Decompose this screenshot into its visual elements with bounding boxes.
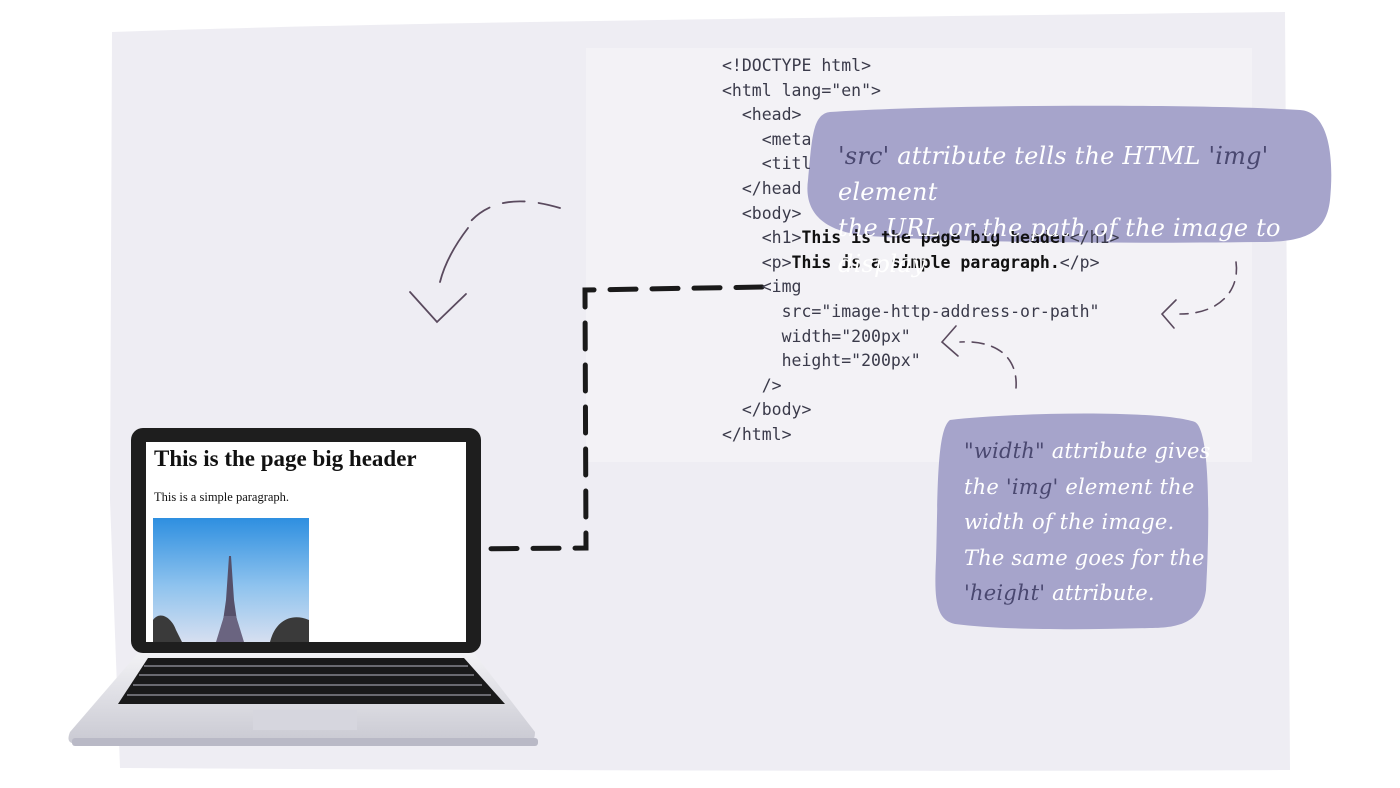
- code-token: <body>: [722, 203, 802, 223]
- code-token: </body>: [722, 400, 812, 420]
- curved-arrow-icon: [409, 200, 561, 324]
- code-line: </body>: [722, 398, 1119, 423]
- code-token: </head: [722, 178, 802, 198]
- screen-paragraph: This is a simple paragraph.: [154, 490, 290, 504]
- trees: [153, 615, 309, 642]
- code-line: </head: [722, 177, 1119, 202]
- code-token: <head>: [722, 105, 802, 125]
- code-line: <img: [722, 275, 1119, 300]
- code-line: width="200px": [722, 325, 1119, 350]
- laptop-lip: [72, 738, 538, 746]
- code-token: width="200px": [722, 326, 911, 346]
- code-token: <meta: [722, 129, 812, 149]
- code-line: <h1>This is the page big header</h1>: [722, 226, 1120, 251]
- code-token: height="200px": [722, 351, 921, 371]
- code-token: This is a simple paragraph.: [791, 252, 1060, 272]
- code-line: <body>: [722, 202, 1119, 227]
- code-token: <!DOCTYPE html>: [722, 56, 872, 75]
- src-callout-bubble: [807, 105, 1332, 243]
- code-line: height="200px": [722, 349, 1119, 374]
- code-token: <p>: [722, 252, 792, 272]
- screen-page-header: This is the page big header: [154, 446, 417, 471]
- src-highlight: 'src': [838, 142, 890, 170]
- code-token: </p>: [1059, 252, 1100, 272]
- thin-pointer-arrows: [940, 261, 1238, 389]
- code-line: <titl: [722, 152, 1119, 177]
- laptop-keyboard: [118, 658, 505, 704]
- code-token: />: [722, 375, 782, 395]
- code-token: <img: [722, 277, 802, 297]
- code-line: <!DOCTYPE html>: [722, 54, 1119, 79]
- code-line: src="image-http-address-or-path": [722, 300, 1119, 325]
- code-token: <h1>: [722, 228, 802, 248]
- code-line: <html lang="en">: [722, 79, 1119, 104]
- code-line: </html>: [722, 423, 1119, 448]
- code-token: <titl: [722, 154, 812, 174]
- code-line: <head>: [722, 103, 1119, 128]
- width-callout-text: "width" attribute gives the 'img' elemen…: [964, 439, 1211, 605]
- src-callout-text: 'src' attribute tells the HTML 'img' ele…: [838, 142, 1281, 278]
- laptop-trackpad: [253, 710, 357, 730]
- html-code-snippet: <!DOCTYPE html> <html lang="en"> <head> <…: [722, 54, 1119, 448]
- code-line: <meta: [722, 128, 1119, 153]
- code-line: />: [722, 374, 1119, 399]
- code-token: </h1>: [1069, 228, 1120, 248]
- img-highlight: 'img': [1208, 142, 1269, 170]
- laptop-illustration: [68, 428, 538, 746]
- code-line: <p>This is a simple paragraph.</p>: [722, 251, 1119, 276]
- keyboard-keys: [127, 665, 491, 696]
- width-callout-bubble: [935, 413, 1209, 630]
- code-token: This is the page big header: [801, 228, 1070, 248]
- code-token: </html>: [722, 424, 792, 444]
- code-token: <html lang="en">: [722, 80, 881, 100]
- code-token: src="image-http-address-or-path": [722, 301, 1100, 321]
